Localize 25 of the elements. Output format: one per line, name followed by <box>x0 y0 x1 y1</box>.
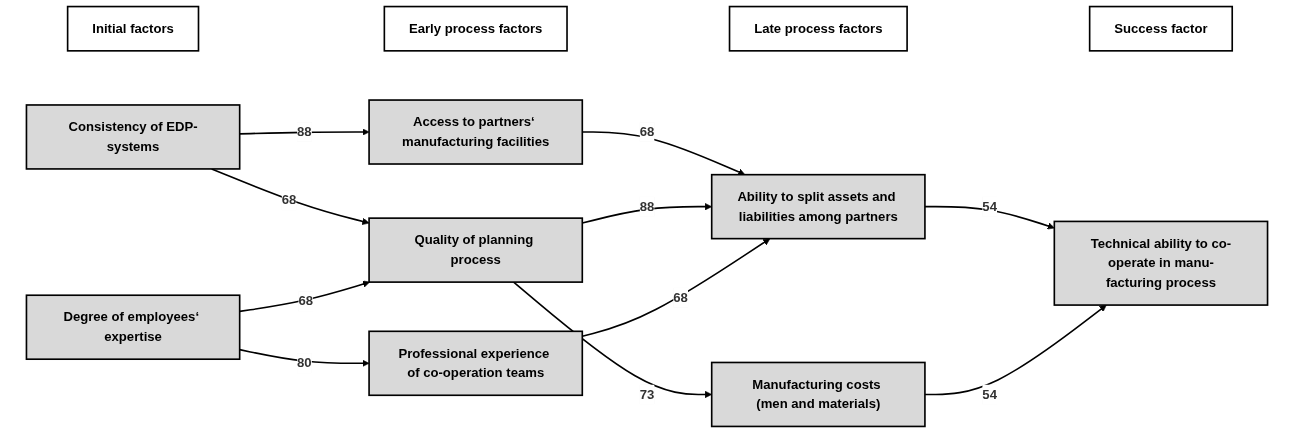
arrow <box>924 304 1107 396</box>
node-box: Access to partners‘ manufacturing facilities <box>368 99 584 165</box>
edge-label: 54 <box>982 199 997 214</box>
edge-label: 54 <box>982 387 997 402</box>
node-box: Quality of planning process <box>368 217 584 283</box>
node-box: Early process factors <box>383 5 568 52</box>
edge-label: 68 <box>673 290 688 305</box>
node-box: Technical ability to co-operate in manu-facturing process <box>1053 220 1269 306</box>
node-box: Late process factors <box>728 5 908 52</box>
edge-label: 88 <box>297 124 312 139</box>
edge-label: 68 <box>281 193 297 207</box>
node-box: Degree of employees‘ expertise <box>25 294 241 360</box>
edge-label: 88 <box>639 199 655 214</box>
node-box: Professional experience of co-operation teams <box>368 330 584 397</box>
node-box: Initial factors <box>66 5 200 52</box>
arrow <box>924 205 1055 230</box>
node-box: Manufacturing costs (men and materials) <box>710 361 926 428</box>
arrow <box>210 168 370 225</box>
node-box: Success factor <box>1088 5 1234 52</box>
edge-label: 68 <box>298 294 313 308</box>
edge-label: 73 <box>639 387 655 402</box>
edge-label: 80 <box>297 355 312 370</box>
node-box: Consistency of EDP-systems <box>25 104 241 170</box>
node-box: Ability to split assets and liabilities among partners <box>710 173 926 240</box>
edge-label: 68 <box>639 124 655 139</box>
